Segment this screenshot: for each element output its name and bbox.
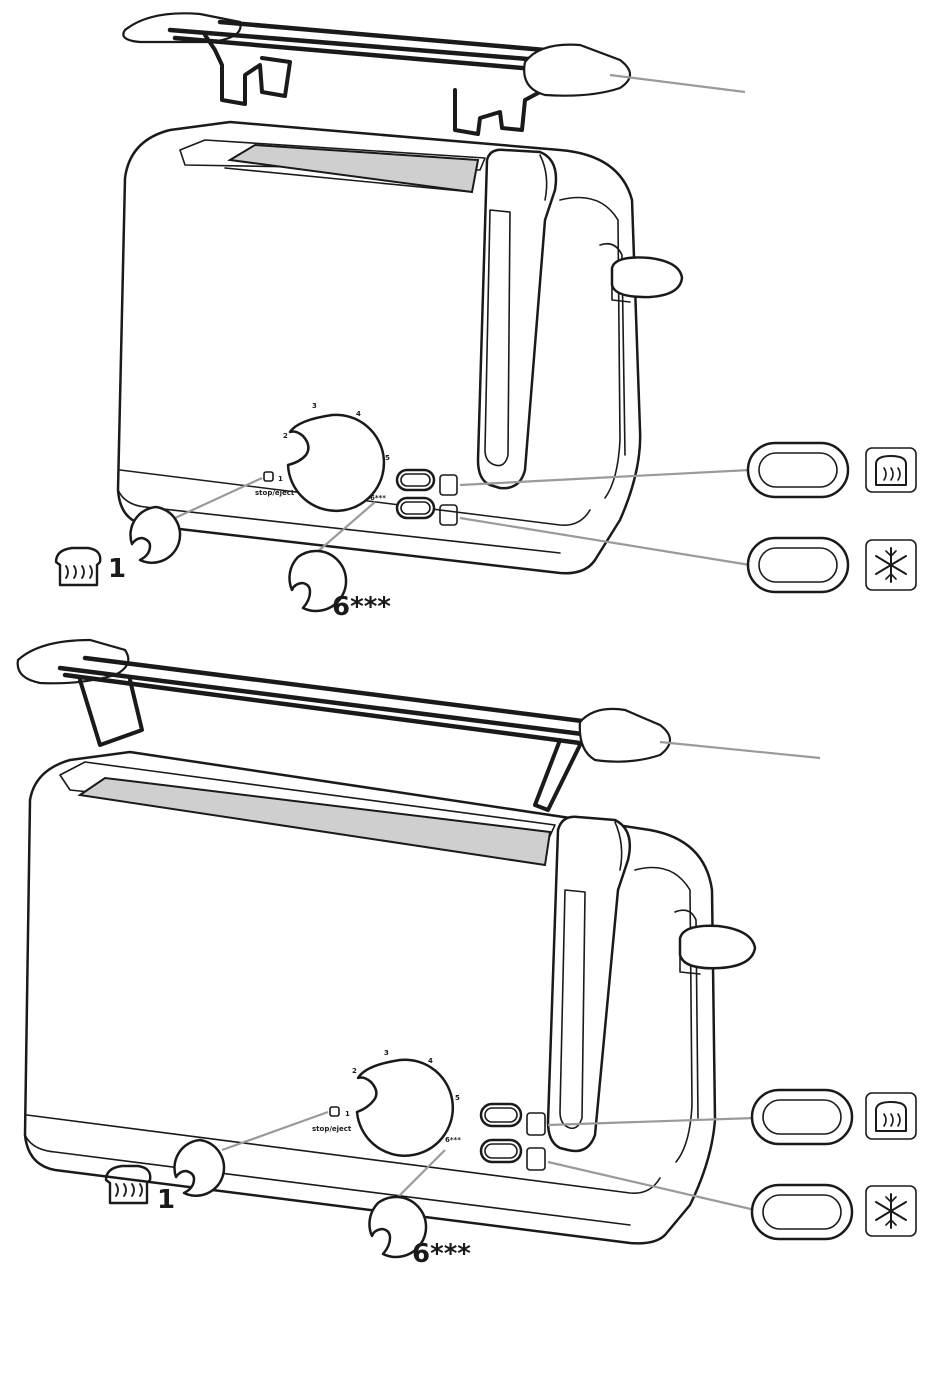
stop-eject-label: stop/eject [312,1125,352,1133]
callout-dial-min-top: 1 [56,507,180,585]
figure-top: 2 3 4 5 6*** 1 stop/eject [56,13,916,622]
reheat-icon [866,1093,916,1139]
dial-scale-4: 4 [356,410,361,418]
defrost-icon [866,1186,916,1236]
callout-max-label: 6*** [412,1239,471,1269]
figure-bottom: 2 3 4 5 6*** 1 stop/eject [18,640,916,1269]
dial-scale-2: 2 [283,432,288,440]
toaster-longslot [25,752,755,1243]
dial-scale-3: 3 [312,402,317,410]
stop-eject-label: stop/eject [255,489,295,497]
toast-icon [56,548,100,585]
dial-scale-5: 5 [385,454,390,462]
dial-scale-1: 1 [345,1110,350,1118]
callout-reheat-bottom [752,1090,916,1144]
callout-reheat-top [748,443,916,497]
dial-scale-3: 3 [384,1049,389,1057]
callout-max-label: 6*** [332,592,391,622]
reheat-icon [866,448,916,492]
callout-defrost-bottom [752,1185,916,1239]
dial-scale-2: 2 [352,1067,357,1075]
dial-scale-5: 5 [455,1094,460,1102]
dial-scale-1: 1 [278,475,283,483]
dial-scale-4: 4 [428,1057,433,1065]
callout-dial-max-top: 6*** [289,551,391,622]
callout-min-label: 1 [157,1185,175,1215]
defrost-icon [866,540,916,590]
dial-scale-6: 6*** [370,494,386,502]
dial-scale-6: 6*** [445,1136,461,1144]
bun-warmer-rack-top [123,13,745,134]
callout-min-label: 1 [108,554,126,584]
callout-defrost-top [748,538,916,592]
